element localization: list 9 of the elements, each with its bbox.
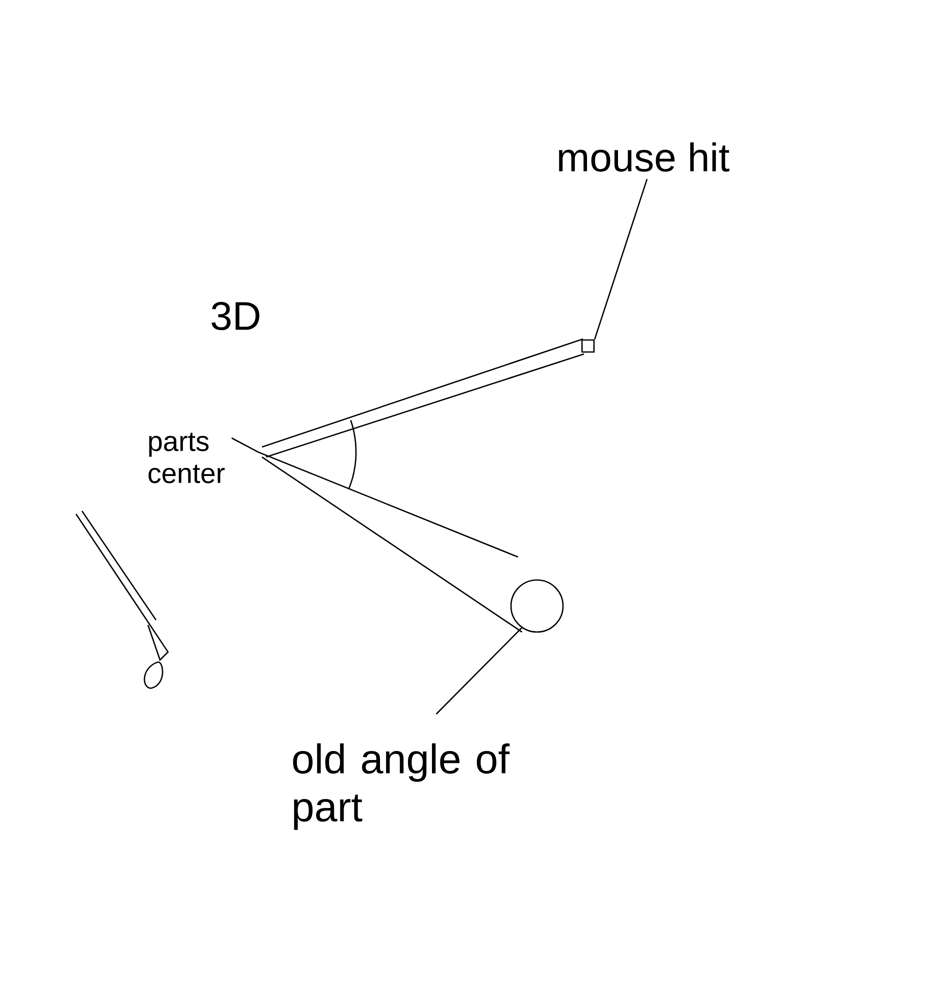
leader-line: [436, 627, 522, 714]
end-square: [581, 339, 595, 353]
leader-line: [594, 178, 648, 340]
rod-drawing: [257, 338, 585, 633]
callout-text: mouse hit: [558, 142, 730, 172]
callout-text: old angle of part: [293, 743, 510, 830]
leader-line: [231, 437, 258, 453]
callout-text: parts center: [148, 432, 225, 484]
view-label: 3D: [212, 302, 260, 330]
